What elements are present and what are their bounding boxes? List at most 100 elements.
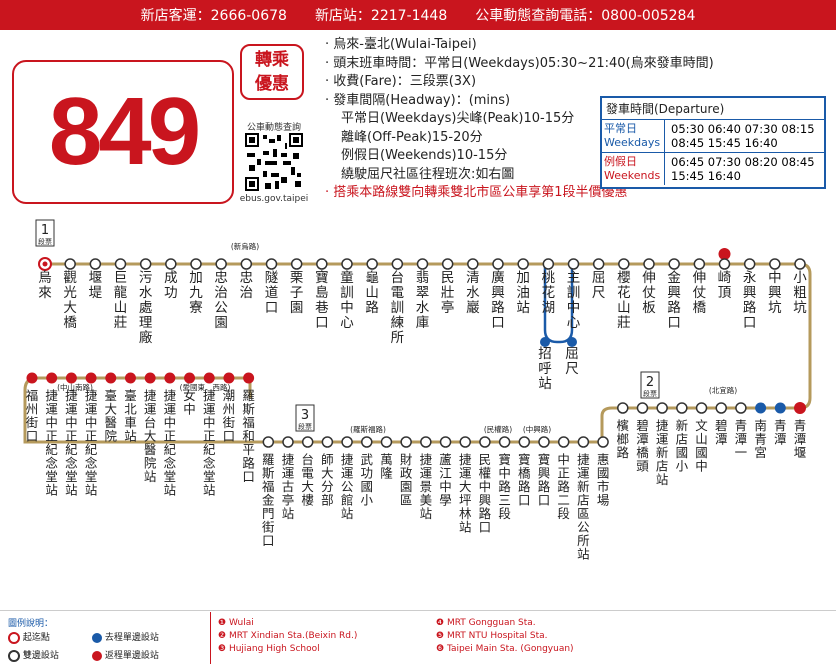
stop-row2-26[interactable]: 寶興路口: [538, 436, 551, 508]
stop-row2-10[interactable]: 潮州街口: [223, 372, 236, 444]
stop-name: 永興路口: [743, 270, 757, 331]
stop-row1-11[interactable]: 寶島巷口: [315, 258, 329, 331]
stop-name: 捷運台大醫院站: [144, 388, 157, 484]
stop-row2-19[interactable]: 財政園區: [400, 436, 413, 508]
stop-row1-3[interactable]: 巨龍山莊: [114, 258, 128, 331]
stop-row2-18[interactable]: 萬隆: [380, 436, 393, 481]
stop-row2-1[interactable]: 捷運中正紀念堂站: [45, 372, 58, 498]
stop-name: 中興坑: [768, 270, 782, 316]
stop-row1-16[interactable]: 民壯亭: [441, 258, 455, 316]
stop-name: 捷運中正紀念堂站: [203, 388, 216, 498]
stop-row1-6[interactable]: 加九寮: [189, 258, 203, 316]
stop-row2-39[interactable]: 青潭堰: [794, 402, 807, 460]
stop-row2-7[interactable]: 捷運中正紀念堂站: [164, 372, 177, 498]
svg-text:段票: 段票: [298, 422, 312, 431]
stop-row2-0[interactable]: 福州街口: [26, 372, 39, 444]
stop-row2-30[interactable]: 檳榔路: [617, 402, 630, 460]
stop-row1-22[interactable]: 屈尺: [592, 258, 606, 301]
stop-row2-16[interactable]: 捷運公館站: [341, 436, 354, 521]
stop-row2-20[interactable]: 捷運景美站: [420, 436, 433, 521]
stop-row2-6[interactable]: 捷運台大醫院站: [144, 372, 157, 485]
stop-row1-9[interactable]: 隧道口: [265, 258, 279, 316]
stop-row1-24[interactable]: 伸仗板: [642, 258, 656, 316]
stop-row2-34[interactable]: 文山國中: [695, 402, 708, 474]
stop-row1-30[interactable]: 小粗坑: [793, 258, 807, 316]
stop-row2-36[interactable]: 青潭一: [735, 402, 748, 460]
legend-note-2: ❷ MRT Xindian Sta.(Beixin Rd.): [218, 631, 358, 641]
stop-row2-23[interactable]: 民權中興路口: [479, 436, 492, 535]
stop-row1-10[interactable]: 栗子園: [290, 258, 304, 316]
header-item-2: 新店站：2217-1448: [314, 8, 448, 24]
stop-name: 寶中路三段: [498, 452, 511, 521]
both-side-icon: [8, 649, 20, 662]
stop-branch-0[interactable]: 招呼站: [538, 337, 552, 392]
stop-row1-17[interactable]: 清水巖: [466, 258, 480, 316]
stop-row2-9[interactable]: 捷運中正紀念堂站: [203, 372, 216, 498]
qr-code[interactable]: [245, 133, 303, 191]
stop-row2-28[interactable]: 捷運新店區公所站: [577, 436, 590, 562]
stop-row1-18[interactable]: 廣興路口: [491, 258, 505, 331]
stop-row2-22[interactable]: 捷運大坪林站: [459, 436, 472, 535]
stop-name: 碧潭橋頭: [636, 418, 649, 474]
transfer-badge-line1: 轉乘: [255, 50, 289, 70]
stop-name: 臺大醫院: [105, 388, 118, 444]
stop-row1-27[interactable]: 崎頂: [718, 248, 732, 301]
stop-row2-37[interactable]: 南青宮: [754, 402, 767, 461]
stop-row1-0[interactable]: 烏來: [38, 257, 52, 301]
stop-row2-4[interactable]: 臺大醫院: [105, 372, 118, 444]
stop-row2-12[interactable]: 羅斯福金門街口: [262, 436, 275, 548]
stop-row2-24[interactable]: 寶中路三段: [498, 436, 511, 521]
stop-row1-14[interactable]: 台電訓練所: [391, 258, 405, 346]
stop-row1-26[interactable]: 伸仗橋: [693, 258, 707, 316]
stop-row2-14[interactable]: 台電大樓: [301, 436, 314, 508]
stop-row1-2[interactable]: 堰堤: [89, 258, 103, 301]
stop-row1-13[interactable]: 龜山路: [365, 258, 379, 316]
stop-row2-38[interactable]: 青潭: [774, 402, 787, 447]
stop-row1-4[interactable]: 污水處理廠: [139, 258, 153, 346]
stop-name: 招呼站: [538, 346, 552, 392]
stop-row2-21[interactable]: 蘆江中學: [439, 436, 452, 508]
stop-row1-23[interactable]: 櫻花山莊: [617, 258, 631, 331]
legend-note-1: ❶ Wulai: [218, 618, 254, 628]
stop-row1-19[interactable]: 加油站: [516, 258, 530, 316]
stop-row2-33[interactable]: 新店國小: [676, 402, 689, 474]
stop-name: 栗子園: [290, 270, 304, 316]
stop-row1-28[interactable]: 永興路口: [743, 258, 757, 331]
stop-row2-15[interactable]: 師大分部: [321, 436, 334, 508]
stop-row1-25[interactable]: 金興路口: [667, 258, 681, 331]
stop-row1-21[interactable]: 主訓中心: [567, 258, 581, 331]
svg-text:段票: 段票: [38, 237, 52, 246]
road-label-xinwu: (新烏路): [231, 241, 259, 251]
stop-row2-32[interactable]: 捷運新店站: [656, 402, 669, 487]
stop-row1-8[interactable]: 忠治: [240, 258, 254, 301]
stop-row1-5[interactable]: 成功: [164, 258, 178, 301]
stop-row1-20[interactable]: 桃花湖: [542, 258, 556, 316]
header-item-3: 公車動態查詢電話：0800-005284: [475, 8, 696, 24]
stop-row2-5[interactable]: 臺北車站: [124, 372, 137, 444]
stop-row1-7[interactable]: 忠治公園: [214, 258, 228, 331]
stop-name: 女中: [183, 388, 196, 417]
stop-branch-1[interactable]: 屈尺: [565, 337, 579, 377]
stop-row2-8[interactable]: 女中: [183, 372, 196, 417]
stop-row1-29[interactable]: 中興坑: [768, 258, 782, 316]
qr-site[interactable]: ebus.gov.taipei: [239, 194, 309, 204]
stop-row1-15[interactable]: 翡翠水庫: [416, 258, 430, 331]
stop-row1-12[interactable]: 童訓中心: [340, 258, 354, 331]
stop-row2-2[interactable]: 捷運中正紀念堂站: [65, 372, 78, 498]
stop-name: 污水處理廠: [139, 270, 153, 346]
stop-row2-27[interactable]: 中正路二段: [557, 436, 570, 521]
stop-name: 主訓中心: [567, 270, 581, 331]
stop-row2-25[interactable]: 寶橋路口: [518, 436, 531, 508]
stop-row2-17[interactable]: 武功國小: [361, 436, 374, 508]
stop-name: 小粗坑: [793, 270, 807, 316]
stop-row2-29[interactable]: 惠國市場: [597, 436, 610, 508]
legend-note-6: ❻ Taipei Main Sta. (Gongyuan): [436, 644, 574, 654]
stop-name: 童訓中心: [340, 269, 354, 331]
stop-row2-11[interactable]: 羅斯福和平路口: [242, 372, 255, 485]
stop-row2-31[interactable]: 碧潭橋頭: [636, 402, 649, 474]
stop-row1-1[interactable]: 觀光大橋: [63, 258, 77, 331]
stop-row2-3[interactable]: 捷運中正紀念堂站: [85, 372, 98, 498]
stop-row2-35[interactable]: 碧潭: [715, 402, 728, 447]
stop-row2-13[interactable]: 捷運古亭站: [282, 436, 295, 521]
